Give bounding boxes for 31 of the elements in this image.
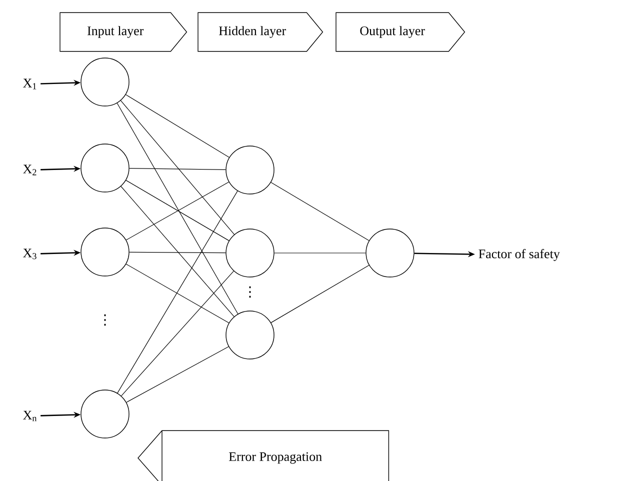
connection-line (117, 190, 238, 394)
input-label: X$_{n}$ (23, 410, 37, 422)
connection-line (274, 252, 366, 254)
neuron-circle (80, 390, 130, 438)
ellipsis-dots: ⋮ (249, 286, 251, 298)
layer-banner: Hidden layer (198, 12, 324, 52)
input-label: X$_{1}$ (23, 78, 36, 90)
neuron-circle (366, 228, 414, 278)
neuron-circle (80, 228, 130, 276)
connection-line (129, 252, 226, 254)
input-label: X$_{2}$ (23, 164, 36, 176)
connection-line (121, 270, 234, 396)
layer-banner: Output layer (336, 12, 466, 52)
neuron-circle (226, 228, 274, 278)
neuron-circle (226, 146, 274, 194)
connection-line (120, 186, 234, 317)
neuron-circle (80, 58, 130, 106)
connection-line (126, 94, 230, 158)
connection-line (116, 102, 238, 314)
connection-line (126, 264, 230, 324)
connection-line (120, 100, 235, 235)
connection-line (270, 182, 370, 241)
ellipsis-dots: ⋮ (104, 314, 106, 326)
connection-line (129, 168, 226, 170)
neuron-circle (80, 144, 130, 192)
connection-line (126, 346, 229, 403)
input-label: X$_{3}$ (23, 248, 36, 260)
layer-banner: Input layer (60, 12, 188, 52)
neuron-circle (226, 310, 274, 360)
connection-line (270, 265, 370, 323)
output-label: Factor of safety (478, 249, 560, 261)
